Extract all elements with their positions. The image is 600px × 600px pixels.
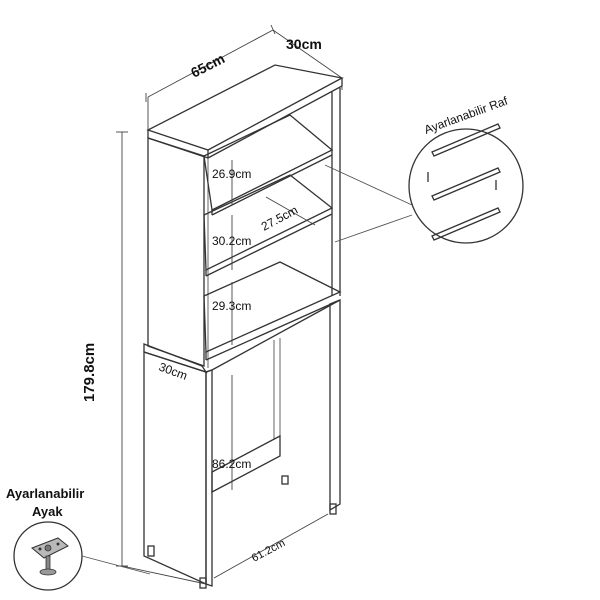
shelf-callout-connector xyxy=(324,164,413,243)
shelf-2-label: 30.2cm xyxy=(212,234,251,248)
height-dimension xyxy=(116,131,207,585)
foot-callout-connector xyxy=(81,555,151,575)
shelf-pin-icon xyxy=(427,123,501,241)
adjustable-foot-label-2: Ayak xyxy=(32,504,63,519)
shelf-1-label: 26.9cm xyxy=(212,167,251,181)
depth-bottom-label: 30cm xyxy=(157,360,189,383)
width-label: 65cm xyxy=(188,50,227,81)
adjustable-foot-icon xyxy=(31,537,69,576)
lower-opening-height-label: 86.2cm xyxy=(212,457,251,471)
shelf-depth-label: 27.5cm xyxy=(259,203,300,234)
shelf-dimensions xyxy=(213,160,329,579)
height-label: 179.8cm xyxy=(81,343,98,402)
shelf-3-label: 29.3cm xyxy=(212,299,251,313)
upper-cabinet xyxy=(146,64,344,368)
adjustable-foot-label-1: Ayarlanabilir xyxy=(6,486,84,501)
depth-top-label: 30cm xyxy=(286,36,322,52)
lower-opening-width-label: 61.2cm xyxy=(250,537,287,565)
adjustable-shelf-callout xyxy=(408,123,524,244)
width-dimension xyxy=(145,24,276,130)
adjustable-foot-callout xyxy=(13,521,83,591)
adjustable-shelf-label: Ayarlanabilir Raf xyxy=(422,93,510,136)
